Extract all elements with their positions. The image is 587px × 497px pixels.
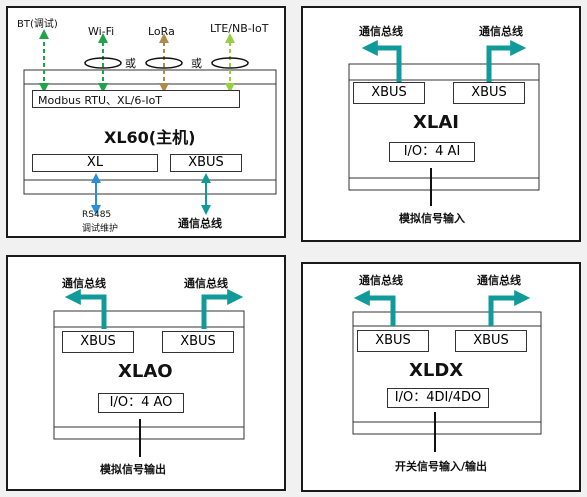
xldx-io-label: I/O：4DI/4DO (394, 390, 482, 405)
xldx-xbus-label-left: XBUS (375, 333, 411, 348)
lte-label: LTE/NB-IoT (210, 22, 269, 35)
modbus-label: Modbus RTU、XL/6-IoT (38, 94, 163, 107)
panel-xldx: 通信总线 通信总线 XBUS XBUS XLDX I/O：4DI/4DO 开关信… (301, 262, 581, 492)
xlai-bus-arrow-right (486, 39, 527, 82)
xldx-xbus-box-right: XBUS (455, 330, 527, 352)
xldx-io-box: I/O：4DI/4DO (387, 388, 489, 408)
bt-label: BT(调试) (17, 19, 58, 30)
xlai-io-box: I/O：4 AI (389, 142, 475, 162)
wifi-antenna-ring (84, 57, 122, 69)
xl-port-label: XL (86, 155, 104, 170)
xldx-bus-arrow-right (488, 289, 531, 326)
xlao-xbus-box-right: XBUS (162, 331, 234, 353)
panel-xlao: 通信总线 通信总线 XBUS XBUS XLAO I/O：4 AO 模拟信号输出 (6, 255, 286, 491)
or-label-2: 或 (191, 57, 202, 70)
xldx-bus-label-left: 通信总线 (359, 274, 403, 287)
modbus-box: Modbus RTU、XL/6-IoT (32, 90, 240, 108)
xlao-xbus-label-right: XBUS (180, 334, 216, 349)
xlao-title: XLAO (118, 361, 173, 382)
xlao-bus-arrow-right (201, 288, 244, 329)
lora-label: LoRa (148, 25, 175, 38)
xl60-xbus-box: XBUS (170, 154, 242, 172)
xlai-xbus-box-right: XBUS (453, 82, 525, 104)
xlai-bus-label-left: 通信总线 (359, 25, 403, 38)
xlao-xbus-label-left: XBUS (80, 334, 116, 349)
panel-xlai: 通信总线 通信总线 XBUS XBUS XLAI I/O：4 AI 模拟信号输入 (301, 6, 581, 242)
xlai-xbus-label-left: XBUS (371, 85, 407, 100)
xl60-xbus-label: XBUS (188, 155, 224, 170)
xlai-title: XLAI (413, 112, 459, 133)
lora-antenna-ring (145, 57, 183, 69)
xlai-xbus-box-left: XBUS (353, 82, 425, 104)
xlao-io-box: I/O：4 AO (98, 393, 184, 413)
xldx-title: XLDX (409, 360, 464, 381)
xlai-signal-label: 模拟信号输入 (399, 212, 465, 225)
xlao-xbus-box-left: XBUS (62, 331, 134, 353)
debug-maintenance-label: 调试维护 (82, 224, 119, 234)
xlai-xbus-label-right: XBUS (471, 85, 507, 100)
xldx-xbus-label-right: XBUS (473, 333, 509, 348)
xlao-bus-arrow-left (64, 288, 107, 329)
xlao-bus-label-left: 通信总线 (62, 277, 106, 290)
xlai-io-label: I/O：4 AI (403, 144, 461, 159)
panel-xl60: BT(调试) Wi-Fi LoRa LTE/NB-IoT 或 或 Modbus … (6, 6, 286, 238)
xl-port-box: XL (32, 154, 158, 172)
xlao-io-label: I/O：4 AO (109, 395, 173, 410)
xlai-diagram-graphics (348, 39, 540, 206)
xldx-xbus-box-left: XBUS (357, 330, 429, 352)
xl60-title: XL60(主机) (104, 128, 196, 147)
xlao-bus-label-right: 通信总线 (184, 277, 228, 290)
xlao-signal-label: 模拟信号输出 (100, 463, 166, 476)
lte-antenna-ring (211, 57, 249, 69)
xldx-bus-arrow-left (353, 289, 396, 326)
or-label-1: 或 (125, 57, 136, 70)
wifi-label: Wi-Fi (88, 25, 115, 38)
xldx-bus-label-right: 通信总线 (477, 274, 521, 287)
xlai-bus-arrow-left (361, 39, 402, 82)
xldx-signal-label: 开关信号输入/输出 (395, 460, 488, 473)
xl60-bus-label: 通信总线 (178, 217, 222, 230)
rs485-label: RS485 (82, 210, 112, 220)
xlai-bus-label-right: 通信总线 (479, 25, 523, 38)
